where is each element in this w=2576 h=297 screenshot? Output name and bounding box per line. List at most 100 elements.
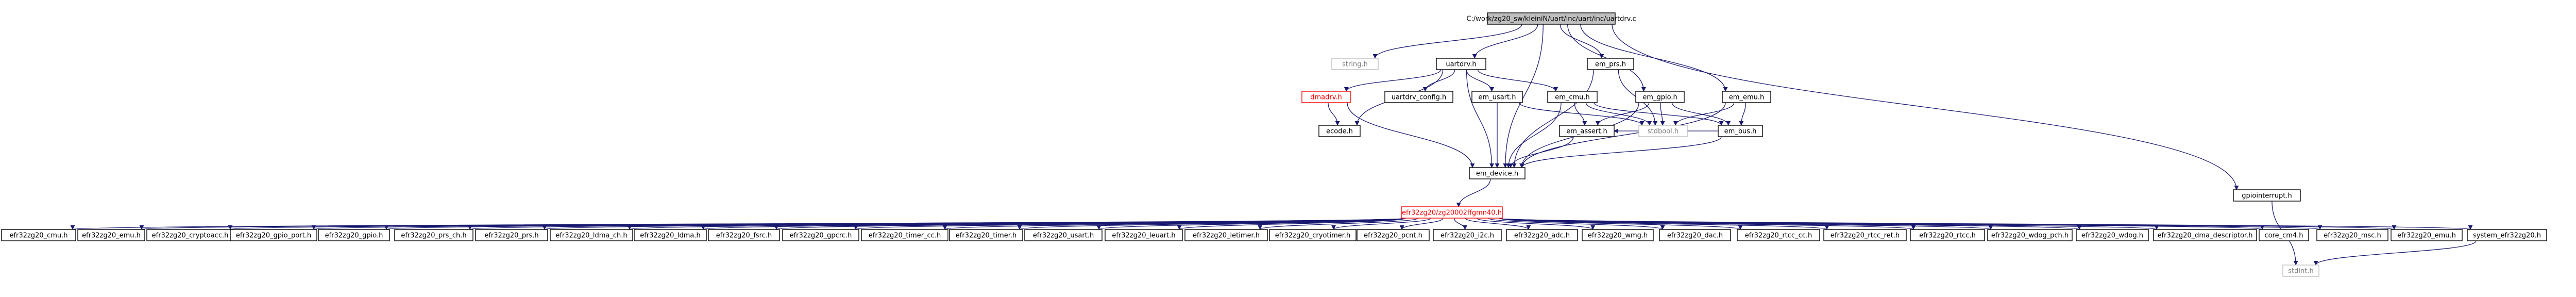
edge-line bbox=[1328, 103, 1337, 125]
node-label: efr32zg20_fsrc.h bbox=[716, 232, 772, 240]
edge-line bbox=[1568, 24, 1644, 91]
node-b-wmg[interactable]: efr32zg20_wmg.h bbox=[1582, 229, 1653, 241]
edge-line bbox=[1467, 70, 1492, 168]
edge-em_cmu-to-stdbool bbox=[1586, 103, 1649, 125]
node-b-i2c[interactable]: efr32zg20_i2c.h bbox=[1433, 229, 1501, 241]
edge-efr32-to-b_pcnt bbox=[1402, 218, 1443, 229]
edge-em_gpio-to-em_assert bbox=[1598, 103, 1649, 125]
node-b-leuart[interactable]: efr32zg20_leuart.h bbox=[1105, 229, 1182, 241]
edge-line bbox=[2316, 241, 2476, 265]
edge-line bbox=[1511, 137, 1573, 168]
node-b-rtcc[interactable]: efr32zg20_rtcc.h bbox=[1910, 229, 1985, 241]
node-label: uartdrv.h bbox=[1446, 61, 1476, 69]
node-label: efr32zg20_rtcc_cc.h bbox=[1745, 232, 1812, 240]
node-label: gpiointerrupt.h bbox=[2242, 192, 2292, 200]
node-core-cm4[interactable]: core_cm4.h bbox=[2259, 229, 2309, 241]
node-label: efr32zg20_msc.h bbox=[2324, 232, 2381, 240]
edge-em_bus-to-em_device bbox=[1522, 137, 1721, 168]
node-b-rtcc-cc[interactable]: efr32zg20_rtcc_cc.h bbox=[1737, 229, 1820, 241]
edge-root-to-gpiointerrupt bbox=[1612, 24, 2236, 190]
node-em-device[interactable]: em_device.h bbox=[1469, 168, 1525, 179]
edge-line bbox=[1402, 218, 1443, 229]
node-b-dmadesc[interactable]: efr32zg20_dma_descriptor.h bbox=[2154, 229, 2257, 241]
edge-line bbox=[1454, 218, 1465, 229]
node-label: efr32zg20/zg20002ffgmn40.h bbox=[1402, 209, 1502, 217]
node-label: efr32zg20_cryotimer.h bbox=[1275, 232, 1351, 240]
edge-line bbox=[1741, 103, 1745, 125]
node-dmadrv[interactable]: dmadrv.h bbox=[1302, 91, 1350, 103]
node-uartdrv-config[interactable]: uartdrv_config.h bbox=[1385, 91, 1453, 103]
node-b-fsrc[interactable]: efr32zg20_fsrc.h bbox=[708, 229, 779, 241]
node-b-pcnt[interactable]: efr32zg20_pcnt.h bbox=[1357, 229, 1429, 241]
node-b-cmu[interactable]: efr32zg20_cmu.h bbox=[2, 229, 76, 241]
node-em-gpio[interactable]: em_gpio.h bbox=[1636, 91, 1684, 103]
node-label: efr32zg20_timer_cc.h bbox=[869, 232, 941, 240]
node-label: efr32zg20_adc.h bbox=[1514, 232, 1570, 240]
edge-em_gpio-to-em_bus bbox=[1672, 103, 1728, 125]
node-em-prs[interactable]: em_prs.h bbox=[1587, 58, 1634, 70]
edge-uartdrv-to-em_device bbox=[1467, 70, 1492, 168]
node-b-wdog[interactable]: efr32zg20_wdog.h bbox=[2076, 229, 2148, 241]
node-b-rtcc-ret[interactable]: efr32zg20_rtcc_ret.h bbox=[1824, 229, 1906, 241]
node-em-usart[interactable]: em_usart.h bbox=[1472, 91, 1522, 103]
node-b-dac[interactable]: efr32zg20_dac.h bbox=[1659, 229, 1731, 241]
node-em-emu[interactable]: em_emu.h bbox=[1722, 91, 1771, 103]
header-nodes: C:/work/zg20_sw/kleiniN/uart/inc/uart/in… bbox=[2, 13, 2547, 276]
node-b-usart[interactable]: efr32zg20_usart.h bbox=[1025, 229, 1102, 241]
node-b-cryotimer[interactable]: efr32zg20_cryotimer.h bbox=[1269, 229, 1356, 241]
edge-em_prs-to-em_device bbox=[1514, 70, 1594, 168]
edge-em_device-to-efr32 bbox=[1459, 179, 1490, 207]
node-label: em_emu.h bbox=[1729, 94, 1764, 102]
node-ecode[interactable]: ecode.h bbox=[1319, 125, 1360, 137]
node-label: system_efr32zg20.h bbox=[2473, 232, 2541, 240]
node-label: ecode.h bbox=[1326, 128, 1353, 136]
node-label: C:/work/zg20_sw/kleiniN/uart/inc/uart/in… bbox=[1466, 15, 1636, 23]
edge-line bbox=[1459, 179, 1490, 207]
node-label: efr32zg20_gpio.h bbox=[325, 232, 383, 240]
edge-uartdrv-to-dmadrv bbox=[1346, 70, 1440, 91]
node-em-cmu[interactable]: em_cmu.h bbox=[1548, 91, 1597, 103]
edge-line bbox=[1347, 103, 1472, 168]
node-label: em_assert.h bbox=[1566, 128, 1607, 136]
edge-line bbox=[1522, 137, 1721, 168]
node-label: core_cm4.h bbox=[2264, 232, 2303, 240]
node-stdint: stdint.h bbox=[2283, 265, 2319, 276]
node-b-timer[interactable]: efr32zg20_timer.h bbox=[950, 229, 1023, 241]
node-stdbool: stdbool.h bbox=[1639, 125, 1687, 137]
node-b-gpio[interactable]: efr32zg20_gpio.h bbox=[318, 229, 389, 241]
node-b-letimer[interactable]: efr32zg20_letimer.h bbox=[1185, 229, 1267, 241]
edge-efr32-to-b_i2c bbox=[1454, 218, 1465, 229]
node-b-gpcrc[interactable]: efr32zg20_gpcrc.h bbox=[783, 229, 859, 241]
node-b-prs[interactable]: efr32zg20_prs.h bbox=[476, 229, 548, 241]
node-uartdrv[interactable]: uartdrv.h bbox=[1436, 58, 1486, 70]
node-b-ldma[interactable]: efr32zg20_ldma.h bbox=[634, 229, 706, 241]
node-system[interactable]: system_efr32zg20.h bbox=[2467, 229, 2547, 241]
node-b-emu[interactable]: efr32zg20_emu.h bbox=[78, 229, 145, 241]
node-label: efr32zg20_emu.h bbox=[2397, 232, 2456, 240]
node-root[interactable]: C:/work/zg20_sw/kleiniN/uart/inc/uart/in… bbox=[1466, 13, 1636, 24]
node-gpiointerrupt[interactable]: gpiointerrupt.h bbox=[2233, 190, 2300, 201]
node-b-wdog-pch[interactable]: efr32zg20_wdog_pch.h bbox=[1988, 229, 2072, 241]
node-em-bus[interactable]: em_bus.h bbox=[1718, 125, 1762, 137]
edge-root-to-string bbox=[1375, 24, 1522, 58]
node-b-cryptoacc[interactable]: efr32zg20_cryptoacc.h bbox=[147, 229, 233, 241]
node-b-timer-cc[interactable]: efr32zg20_timer_cc.h bbox=[861, 229, 948, 241]
node-label: efr32zg20_ldma_ch.h bbox=[555, 232, 627, 240]
node-b-adc[interactable]: efr32zg20_adc.h bbox=[1506, 229, 1578, 241]
node-label: stdbool.h bbox=[1648, 128, 1679, 136]
edge-line bbox=[1346, 70, 1440, 91]
node-em-assert[interactable]: em_assert.h bbox=[1560, 125, 1614, 137]
node-b-gpio-p[interactable]: efr32zg20_gpio_port.h bbox=[230, 229, 317, 241]
node-b-prs-ch[interactable]: efr32zg20_prs_ch.h bbox=[395, 229, 473, 241]
node-efr32[interactable]: efr32zg20/zg20002ffgmn40.h bbox=[1401, 207, 1502, 218]
node-label: efr32zg20_cryptoacc.h bbox=[152, 232, 229, 240]
node-b-msc[interactable]: efr32zg20_msc.h bbox=[2317, 229, 2388, 241]
node-label: dmadrv.h bbox=[1310, 94, 1342, 102]
node-label: efr32zg20_gpcrc.h bbox=[790, 232, 852, 240]
node-label: efr32zg20_usart.h bbox=[1033, 232, 1094, 240]
node-b-emu2[interactable]: efr32zg20_emu.h bbox=[2391, 229, 2462, 241]
node-b-ldma-ch[interactable]: efr32zg20_ldma_ch.h bbox=[550, 229, 633, 241]
node-label: efr32zg20_wmg.h bbox=[1588, 232, 1648, 240]
edge-em_assert-to-em_device bbox=[1511, 137, 1573, 168]
